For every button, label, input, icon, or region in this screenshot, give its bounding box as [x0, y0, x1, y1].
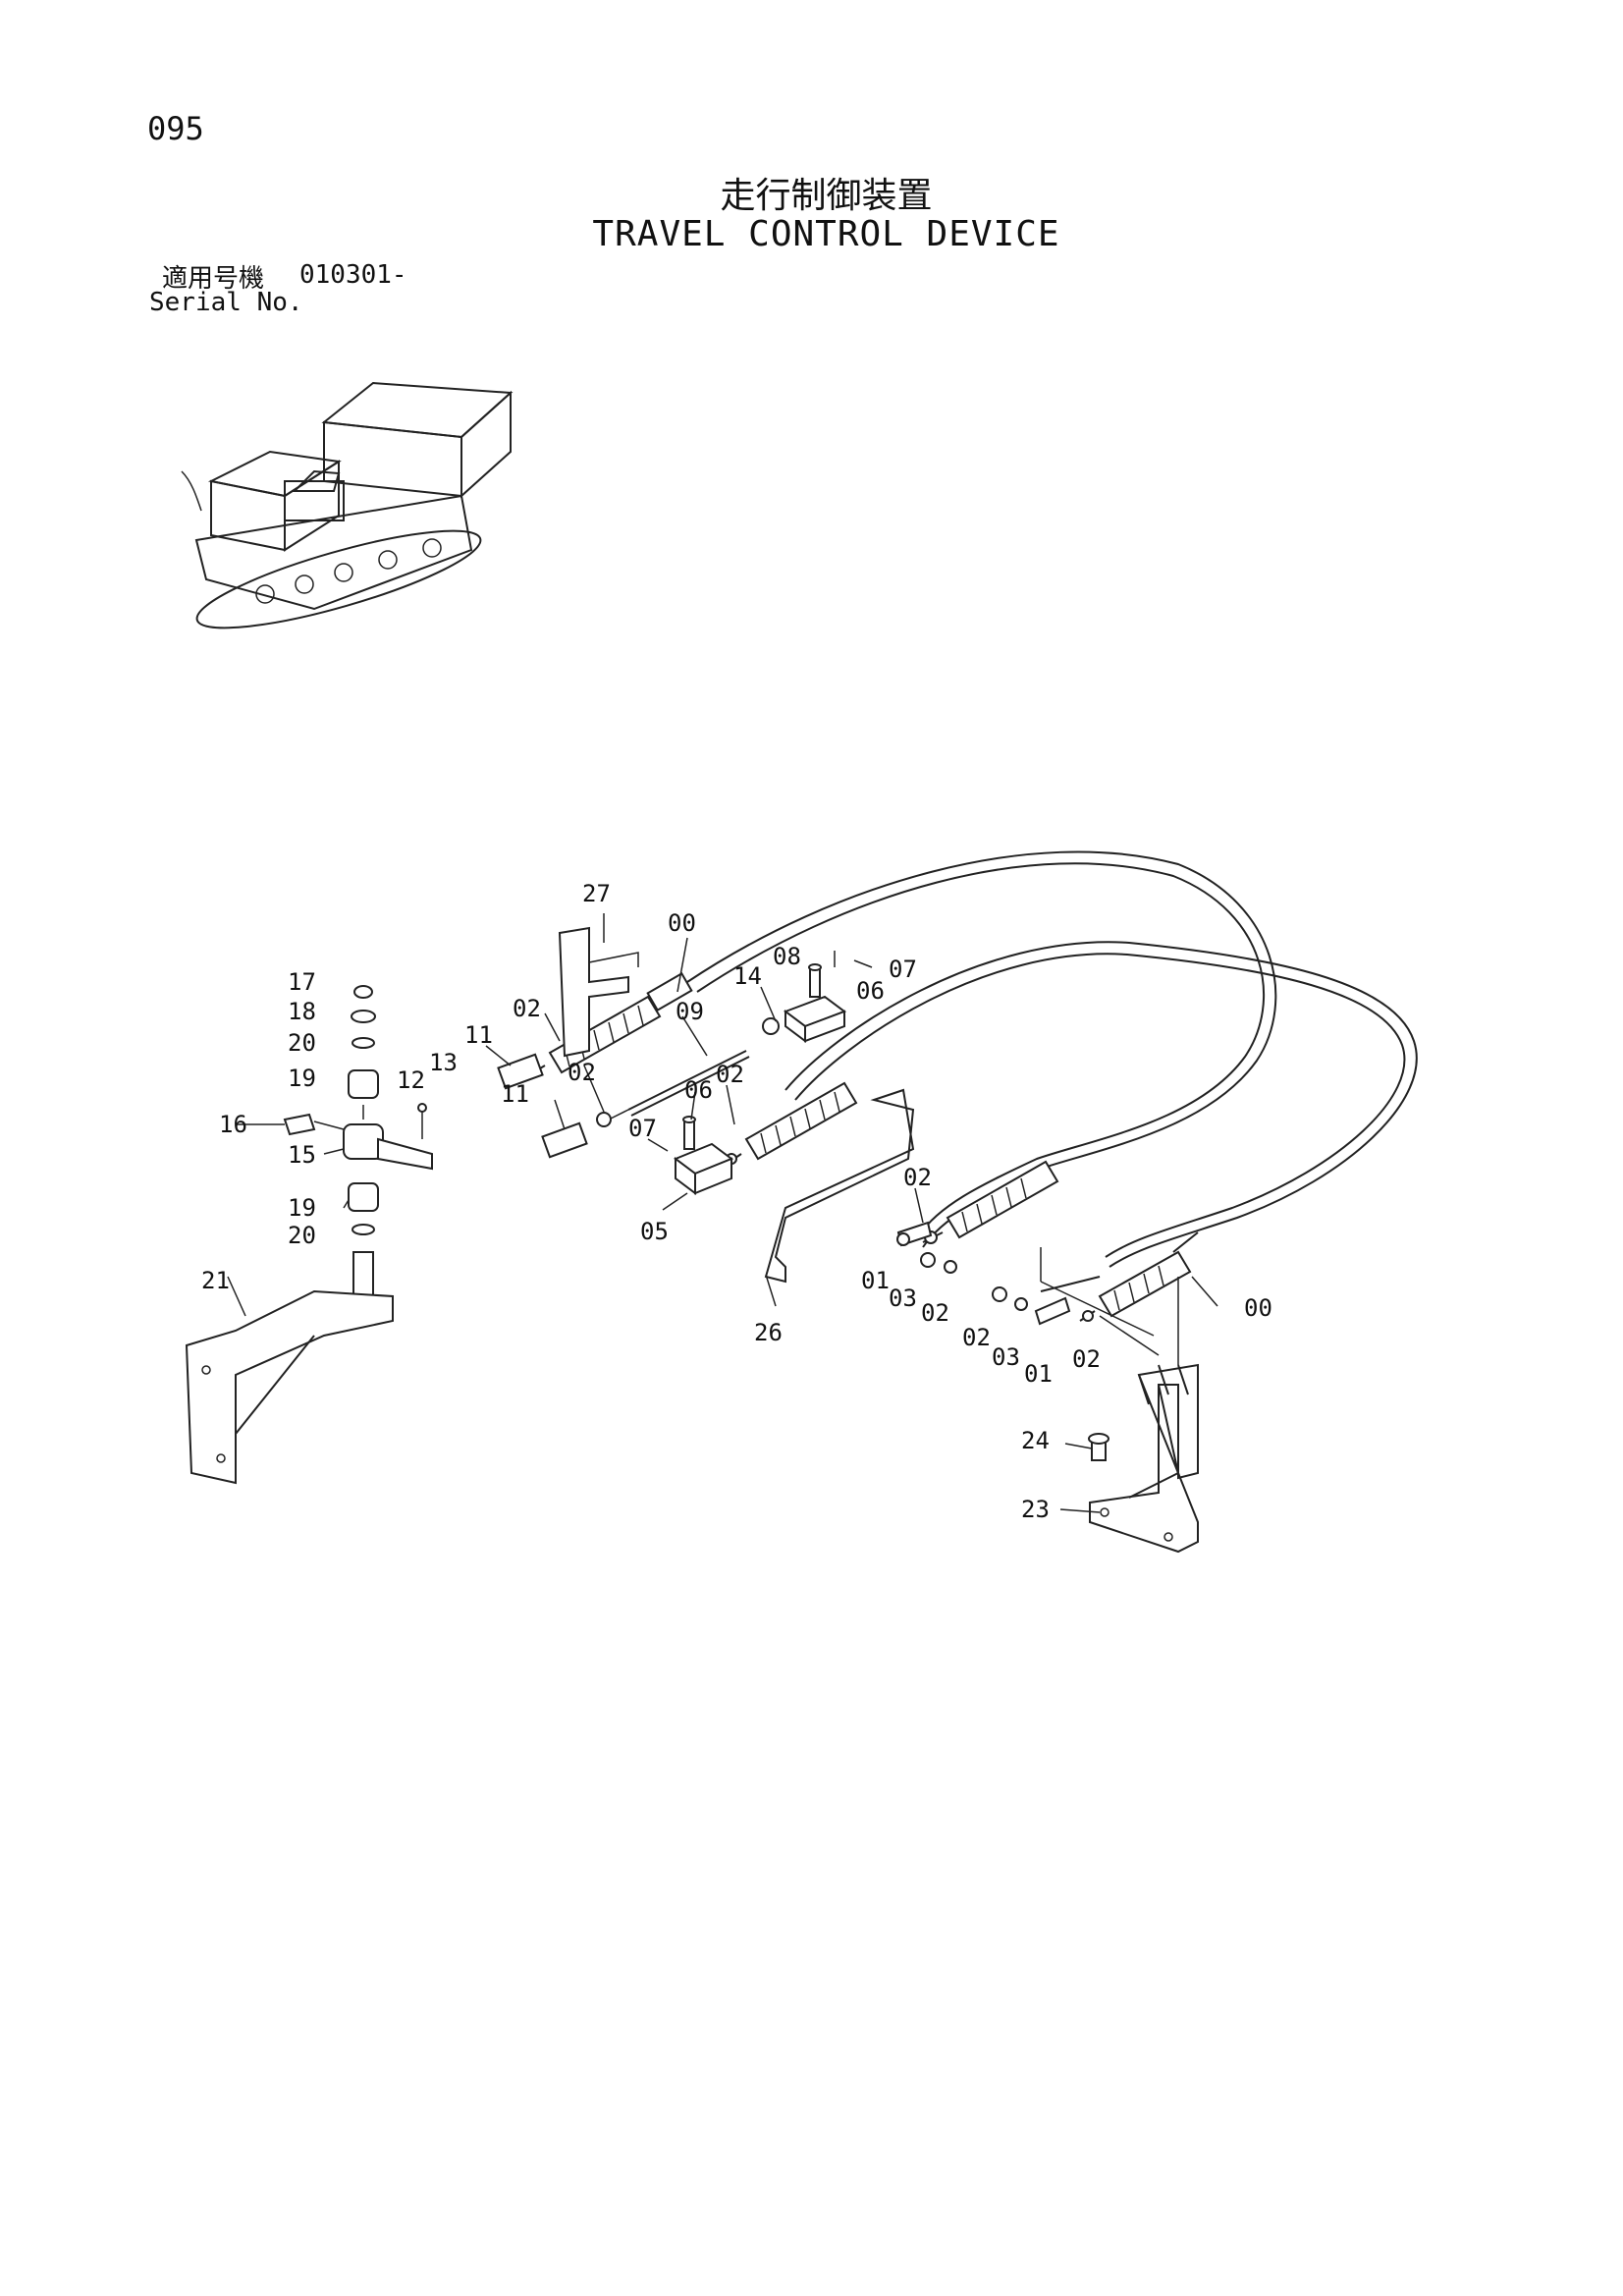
callout-labels: 27 00 00 17 18 20 19 16 15 19 20 21 12 1…	[201, 880, 1272, 1523]
sleeve-11-upper	[497, 1053, 544, 1090]
callout-20: 20	[288, 1029, 316, 1057]
callout-14: 14	[733, 962, 762, 990]
machine-thumbnail	[181, 381, 514, 629]
serial-label-english: Serial No.	[149, 288, 303, 317]
callout-02: 02	[568, 1059, 596, 1086]
cable-end-middle	[726, 1081, 858, 1165]
callout-13: 13	[429, 1049, 458, 1076]
callout-19: 19	[288, 1065, 316, 1092]
cable-end-right-1	[922, 1160, 1059, 1244]
callout-02: 02	[513, 995, 541, 1022]
callout-17: 17	[288, 968, 316, 996]
callout-02: 02	[1072, 1345, 1101, 1373]
callout-03: 03	[889, 1285, 917, 1312]
sleeve-11-lower	[541, 1112, 612, 1159]
callout-07: 07	[889, 956, 917, 983]
block-08	[762, 963, 847, 1043]
page-number: 095	[147, 110, 204, 147]
callout-11: 11	[501, 1080, 529, 1108]
callout-00: 00	[1244, 1294, 1272, 1322]
callout-02: 02	[921, 1299, 949, 1327]
callout-21: 21	[201, 1267, 230, 1294]
callout-27: 27	[582, 880, 611, 907]
bracket-27	[558, 926, 639, 1058]
callout-03: 03	[992, 1343, 1020, 1371]
title-english: TRAVEL CONTROL DEVICE	[592, 214, 1060, 254]
ball-joint-left	[896, 1221, 957, 1274]
callout-01: 01	[861, 1267, 890, 1294]
callout-05: 05	[640, 1218, 669, 1245]
callout-19: 19	[288, 1194, 316, 1222]
ball-joint-right	[992, 1286, 1071, 1326]
callout-09: 09	[676, 998, 704, 1025]
callout-18: 18	[288, 998, 316, 1025]
callout-16: 16	[219, 1111, 247, 1138]
callout-24: 24	[1021, 1427, 1050, 1454]
title-japanese: 走行制御装置	[720, 176, 933, 216]
callout-02: 02	[903, 1164, 932, 1191]
callout-02: 02	[716, 1061, 744, 1088]
callout-06: 06	[684, 1076, 713, 1104]
control-cables	[686, 850, 1418, 1292]
callout-23: 23	[1021, 1496, 1050, 1523]
block-05	[673, 1116, 734, 1195]
callout-26: 26	[754, 1319, 783, 1346]
rod-09	[608, 1050, 750, 1121]
callout-11: 11	[464, 1021, 493, 1049]
stand-23	[1088, 1363, 1199, 1554]
callout-06: 06	[856, 977, 885, 1005]
callout-07: 07	[628, 1115, 657, 1142]
serial-label-japanese: 適用号機	[162, 264, 265, 294]
leader-lines	[227, 913, 1218, 1513]
bracket-26	[764, 1088, 915, 1284]
callout-02: 02	[962, 1324, 991, 1351]
callout-08: 08	[773, 943, 801, 970]
callout-20: 20	[288, 1222, 316, 1249]
bracket-21	[185, 1289, 394, 1485]
cable-end-right-2	[1079, 1250, 1192, 1322]
callout-01: 01	[1024, 1360, 1053, 1388]
callout-12: 12	[397, 1066, 425, 1094]
callout-00: 00	[668, 909, 696, 937]
callout-15: 15	[288, 1141, 316, 1169]
serial-range: 010301-	[299, 260, 407, 290]
